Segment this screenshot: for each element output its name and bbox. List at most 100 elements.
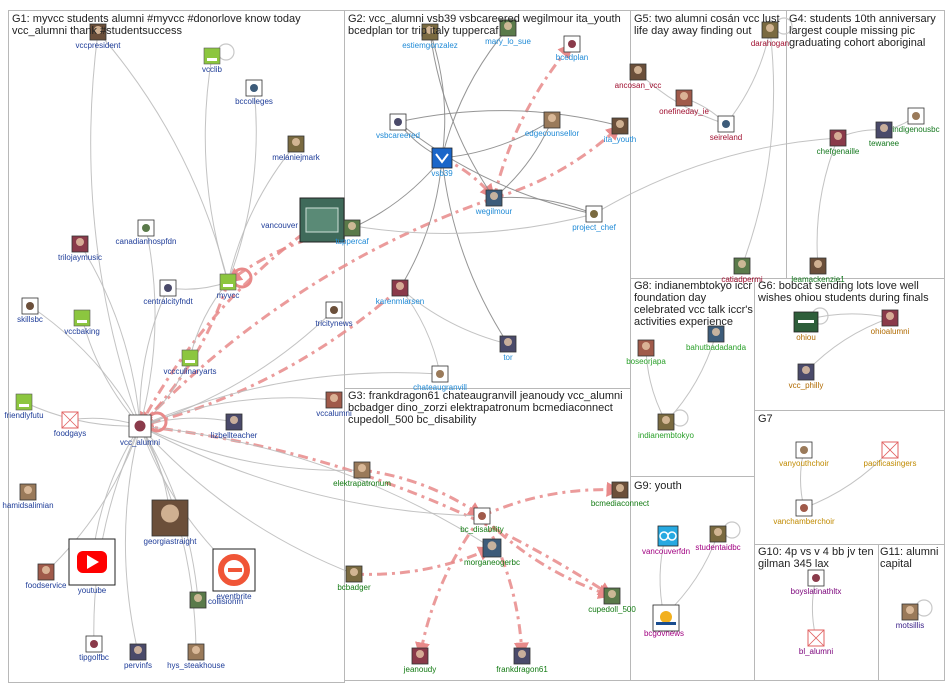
node-melaniejmark[interactable]: melaniejmark xyxy=(272,135,321,162)
node-frankdragon61[interactable]: frankdragon61 xyxy=(496,647,548,674)
node-vanchamberchoir[interactable]: vanchamberchoir xyxy=(773,499,835,526)
node-label-karenmlarsen: karenmlarsen xyxy=(376,297,424,306)
node-vccpresident[interactable]: vccpresident xyxy=(76,23,122,50)
node-ita_youth[interactable]: ita_youth xyxy=(604,117,636,144)
node-vanyouthchoir[interactable]: vanyouthchoir xyxy=(779,441,829,468)
node-bl_alumni[interactable]: bl_alumni xyxy=(799,629,833,656)
node-chefgenaille[interactable]: chefgenaille xyxy=(817,129,860,156)
node-eventbrite[interactable]: eventbrite xyxy=(212,548,256,601)
node-tricitynews[interactable]: tricitynews xyxy=(315,301,353,328)
edge-vsb39-edgecounsellor xyxy=(441,119,553,159)
node-label-vancouverfdn: vancouverfdn xyxy=(642,547,690,556)
node-foodgays[interactable]: foodgays xyxy=(54,411,86,438)
node-edgecounsellor[interactable]: edgecounsellor xyxy=(525,111,580,138)
node-vsb39[interactable]: vsb39 xyxy=(431,147,453,178)
node-cupedoll_500[interactable]: cupedoll_500 xyxy=(588,587,636,614)
photo-icon xyxy=(513,647,531,665)
group-title-g6: G6: bobcat sending lots love well wishes… xyxy=(758,280,929,304)
node-bccolleges[interactable]: bccolleges xyxy=(235,79,273,106)
node-vccalumni[interactable]: vccalumni xyxy=(316,391,352,418)
photo-icon xyxy=(482,538,502,558)
edge-wegilmour-ita_youth xyxy=(493,124,622,200)
photo-icon xyxy=(129,643,147,661)
node-centralcityfndt[interactable]: centralcityfndt xyxy=(143,279,193,306)
node-foodservice[interactable]: foodservice xyxy=(26,563,67,590)
node-bc_disability[interactable]: bc_disability xyxy=(460,507,504,534)
edge-vcc_alumni-foodservice xyxy=(45,425,141,573)
node-onefineday_ie[interactable]: onefineday_ie xyxy=(659,89,709,116)
node-elektrapatronum[interactable]: elektrapatronum xyxy=(333,461,391,488)
node-mary_lo_sue[interactable]: mary_lo_sue xyxy=(485,19,531,46)
node-vccculinaryarts[interactable]: vccculinaryarts xyxy=(164,349,217,376)
node-pacificasingers[interactable]: pacificasingers xyxy=(864,441,917,468)
node-vsbcareered[interactable]: vsbcareered xyxy=(376,113,420,140)
node-vcclib[interactable]: vcclib xyxy=(202,47,223,74)
node-hamidsalimian[interactable]: hamidsalimian xyxy=(2,483,54,510)
node-darahogan[interactable]: darahogan xyxy=(751,21,789,48)
node-bcgovnews[interactable]: bcgovnews xyxy=(644,604,684,638)
empty-icon xyxy=(807,629,825,647)
edge-vcc_alumni-centralcityfndt xyxy=(139,287,169,427)
node-bcbadger[interactable]: bcbadger xyxy=(337,565,371,592)
node-chateaugranvill[interactable]: chateaugranvill xyxy=(413,365,467,392)
node-vccbaking[interactable]: vccbaking xyxy=(64,309,100,336)
node-catiadpermi[interactable]: catiadpermi xyxy=(721,257,763,284)
photo-icon xyxy=(325,391,343,409)
node-bcmediaconnect[interactable]: bcmediaconnect xyxy=(591,481,650,508)
photo-icon xyxy=(345,565,363,583)
node-ancosan_vcc[interactable]: ancosan_vcc xyxy=(615,63,662,90)
node-bcedplan[interactable]: bcedplan xyxy=(556,35,588,62)
node-indigenousbc[interactable]: indigenousbc xyxy=(892,107,940,134)
node-label-estiemgonzalez: estiemgonzalez xyxy=(402,41,458,50)
node-label-myvcc: myvcc xyxy=(217,291,240,300)
node-jeanoudy[interactable]: jeanoudy xyxy=(403,647,436,674)
node-hys_steakhouse[interactable]: hys_steakhouse xyxy=(167,643,225,670)
node-trilojaymusic[interactable]: trilojaymusic xyxy=(58,235,102,262)
node-project_chef[interactable]: project_chef xyxy=(572,205,617,232)
edge-vsb39-mary_lo_sue xyxy=(441,27,509,159)
node-ohiou[interactable]: ohiou xyxy=(793,311,819,342)
node-pervinfs[interactable]: pervinfs xyxy=(124,643,152,670)
node-label-bcbadger: bcbadger xyxy=(337,583,371,592)
node-boyslatinathltx[interactable]: boyslatinathltx xyxy=(791,569,842,596)
node-label-vccculinaryarts: vccculinaryarts xyxy=(164,367,217,376)
node-indianembtokyo[interactable]: indianembtokyo xyxy=(638,413,695,440)
node-leamackenzie1[interactable]: leamackenzie1 xyxy=(791,257,845,284)
node-collisionm[interactable]: collisionm xyxy=(189,591,243,609)
node-youtube[interactable]: youtube xyxy=(68,538,116,595)
node-seireland[interactable]: seireland xyxy=(710,115,742,142)
node-studentaidbc[interactable]: studentaidbc xyxy=(695,525,741,552)
node-vcc_philly[interactable]: vcc_philly xyxy=(789,363,824,390)
node-tipgolfbc[interactable]: tipgolfbc xyxy=(79,635,109,662)
node-lizbellteacher[interactable]: lizbellteacher xyxy=(211,413,258,440)
edge-bcbadger-morganeogerbc xyxy=(353,546,494,576)
node-label-bcmediaconnect: bcmediaconnect xyxy=(591,499,650,508)
node-label-vsbcareered: vsbcareered xyxy=(376,131,420,140)
node-tewanee[interactable]: tewanee xyxy=(869,121,900,148)
node-vancouver[interactable]: vancouver xyxy=(261,197,345,243)
node-canadianhospfdn[interactable]: canadianhospfdn xyxy=(116,219,177,246)
node-boseorjapa[interactable]: boseorjapa xyxy=(626,339,666,366)
node-bahutbadadanda[interactable]: bahutbadadanda xyxy=(686,325,747,352)
node-tuppercaf[interactable]: tuppercaf xyxy=(335,219,369,246)
node-georgiastraight[interactable]: georgiastraight xyxy=(144,499,198,546)
node-label-vccpresident: vccpresident xyxy=(76,41,122,50)
node-label-vcc_alumni: vcc_alumni xyxy=(120,438,160,447)
node-label-skillsbc: skillsbc xyxy=(17,315,43,324)
node-tor[interactable]: tor xyxy=(499,335,517,362)
node-myvcc[interactable]: myvcc xyxy=(217,273,240,300)
node-ohioalumni[interactable]: ohioalumni xyxy=(871,309,910,336)
node-friendlyfutu[interactable]: friendlyfutu xyxy=(4,393,44,420)
photo-icon xyxy=(421,23,439,41)
node-label-jeanoudy: jeanoudy xyxy=(403,665,436,674)
node-skillsbc[interactable]: skillsbc xyxy=(17,297,43,324)
node-morganeogerbc[interactable]: morganeogerbc xyxy=(464,538,520,567)
node-estiemgonzalez[interactable]: estiemgonzalez xyxy=(402,23,458,50)
node-vcc_alumni[interactable]: vcc_alumni xyxy=(120,414,160,447)
node-motsillis[interactable]: motsillis xyxy=(896,603,924,630)
logo-icon xyxy=(563,35,581,53)
node-karenmlarsen[interactable]: karenmlarsen xyxy=(376,279,424,306)
node-vancouverfdn[interactable]: vancouverfdn xyxy=(642,525,690,556)
green-icon xyxy=(15,393,33,411)
node-wegilmour[interactable]: wegilmour xyxy=(475,189,513,216)
